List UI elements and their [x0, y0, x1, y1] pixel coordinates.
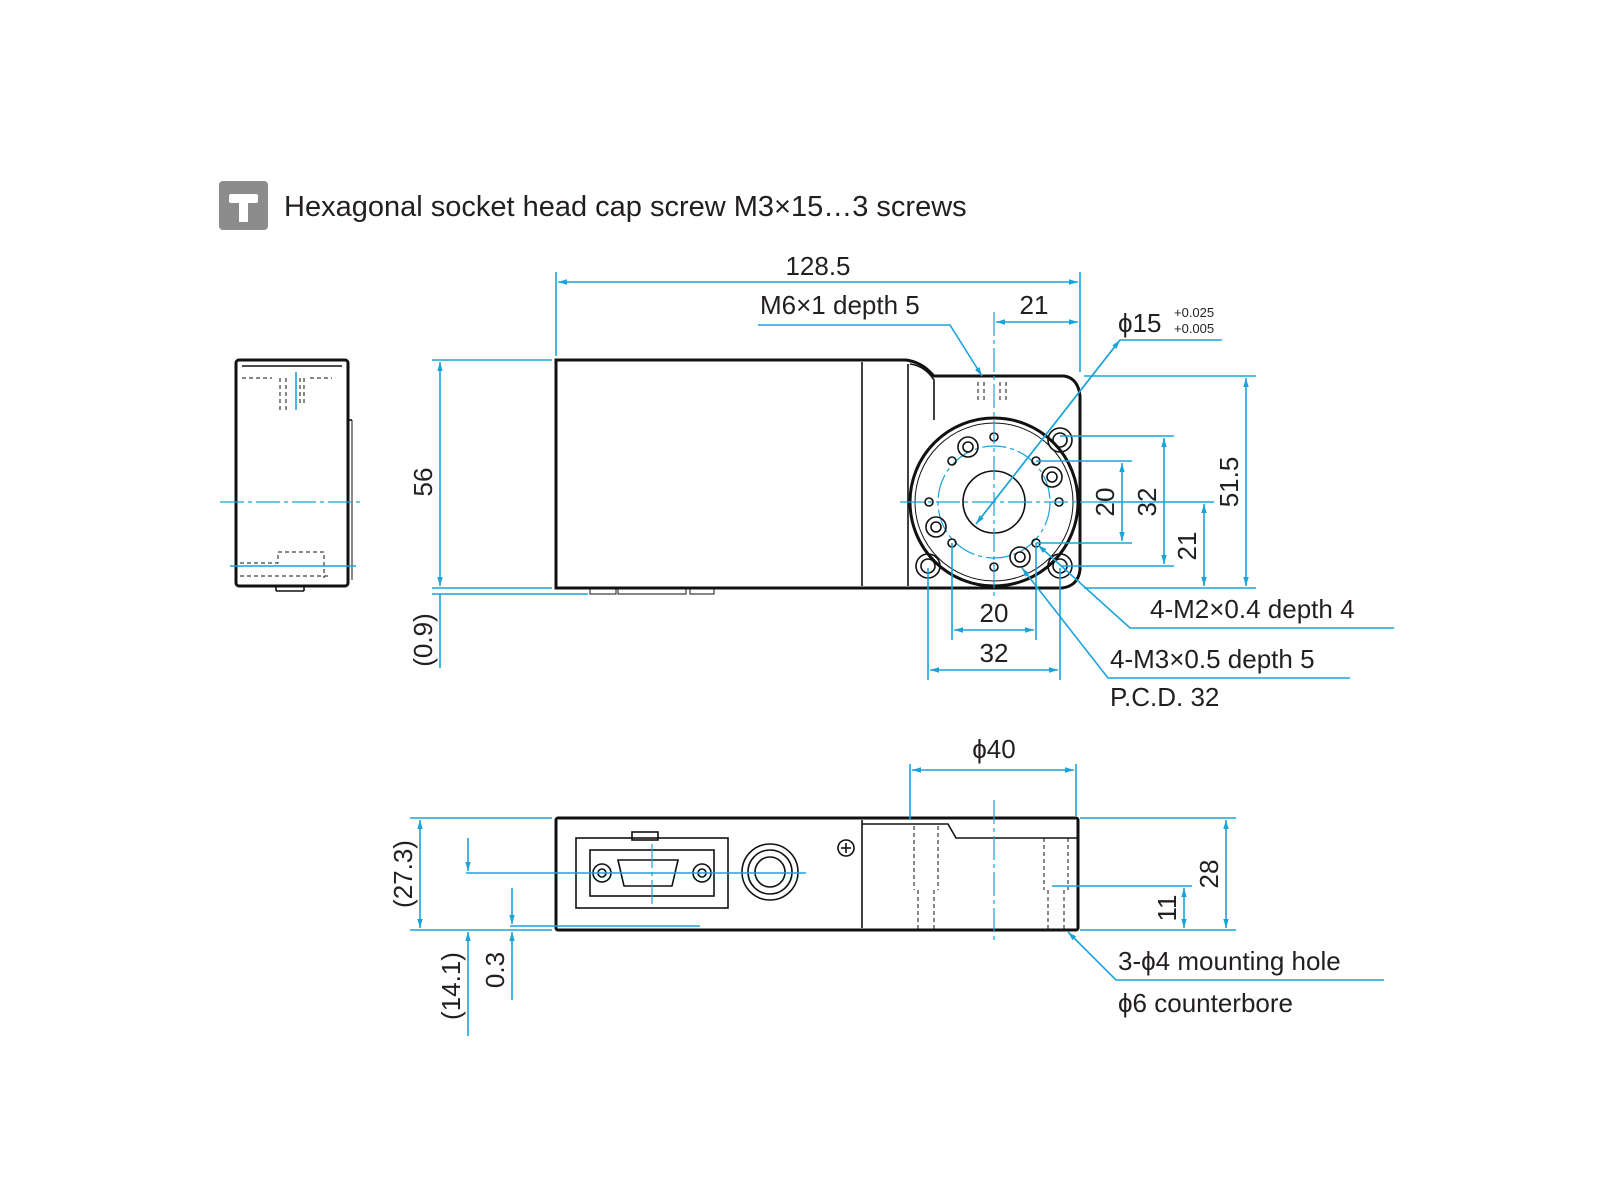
dim-bore: ϕ15	[1118, 308, 1161, 338]
ground-screw-icon	[837, 839, 855, 857]
dim-51-5: 51.5	[1214, 457, 1244, 508]
callout-mounting-hole: 3-ϕ4 mounting hole	[1118, 946, 1341, 976]
dim-20-h: 20	[980, 598, 1009, 628]
dim-0-9: (0.9)	[408, 613, 438, 666]
legend-text: Hexagonal socket head cap screw M3×15…3 …	[284, 191, 967, 223]
round-connector	[741, 843, 799, 901]
dim-28: 28	[1194, 860, 1224, 889]
callout-counterbore: ϕ6 counterbore	[1118, 988, 1293, 1018]
side-view	[220, 358, 364, 592]
callout-pcd: P.C.D. 32	[1110, 682, 1219, 712]
dim-11: 11	[1152, 895, 1182, 922]
legend: Hexagonal socket head cap screw M3×15…3 …	[219, 181, 967, 230]
dim-21-v: 21	[1172, 532, 1202, 561]
front-view: ϕ40 (27.3) (14.1) 0.3 28 11 3-ϕ4 mountin…	[388, 734, 1384, 1036]
callout-m3: 4-M3×0.5 depth 5	[1110, 644, 1315, 674]
callout-m2: 4-M2×0.4 depth 4	[1150, 594, 1355, 624]
dim-21-top: 21	[1020, 290, 1049, 320]
callout-m6: M6×1 depth 5	[760, 290, 920, 320]
dim-56: 56	[408, 468, 438, 497]
dim-14-1: (14.1)	[436, 952, 466, 1020]
dim-phi-40: ϕ40	[972, 734, 1015, 764]
m3-holes	[925, 436, 1063, 568]
screw-icon	[219, 181, 268, 230]
dim-bore-tol-lower: +0.005	[1174, 321, 1214, 336]
dim-0-3: 0.3	[480, 952, 510, 988]
top-view: 128.5 M6×1 depth 5 21 ϕ15 +0.025 +0.005 …	[408, 251, 1394, 712]
dim-128-5: 128.5	[785, 251, 850, 281]
dim-bore-tol-upper: +0.025	[1174, 305, 1214, 320]
dim-32-h: 32	[980, 638, 1009, 668]
dim-27-3: (27.3)	[388, 840, 418, 908]
